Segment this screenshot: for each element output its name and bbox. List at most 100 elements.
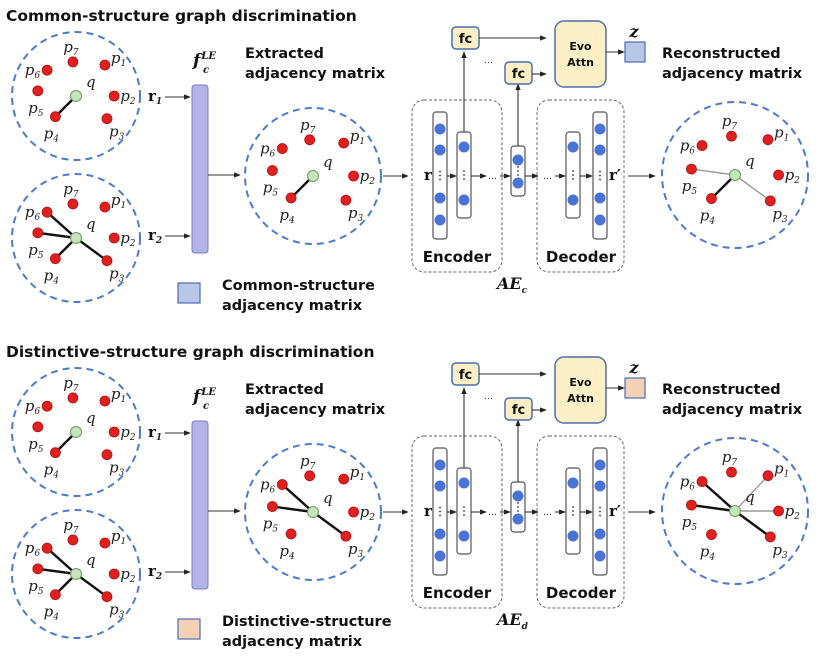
graph-boundary-circle	[11, 509, 141, 639]
node-p1	[99, 201, 111, 213]
r1-main: r	[148, 87, 157, 105]
fle-sub: c	[203, 401, 209, 412]
node-label-p-main: p	[350, 463, 360, 481]
node-label-p4: p4	[44, 461, 60, 481]
node-query	[70, 90, 82, 102]
node-label-q: q	[86, 551, 96, 569]
node-label-p1: p1	[111, 49, 126, 69]
node-label-p5: p5	[28, 577, 44, 597]
neuron	[594, 550, 606, 562]
node-label-p4: p4	[44, 267, 60, 287]
node-p3	[764, 531, 776, 543]
node-label-p4: p4	[279, 542, 295, 562]
node-label-p-main: p	[44, 267, 54, 285]
neuron	[594, 123, 606, 135]
node-p5	[686, 499, 697, 511]
ellipsis: …	[484, 392, 493, 402]
node-label-p-index: 3	[119, 133, 125, 143]
evo-attn-box	[554, 20, 607, 88]
panel-distinctive-structure: Distinctive-structure graph discriminati…	[6, 343, 809, 650]
node-label-p3: p3	[109, 123, 125, 143]
node-p6	[276, 479, 288, 490]
node-p1	[99, 59, 111, 71]
neuron	[434, 192, 446, 204]
node-label-p-index: 5	[38, 445, 44, 455]
node-label-p-main: p	[111, 191, 121, 209]
evo-attn-label-line1: Evo	[569, 376, 592, 389]
node-label-p1: p1	[111, 527, 126, 547]
node-label-p-main: p	[111, 385, 121, 403]
ellipsis-dot	[517, 510, 519, 512]
encoder-label: Encoder	[423, 584, 492, 602]
local-extractor-bar	[191, 84, 209, 254]
node-label-p-main: p	[109, 601, 119, 619]
neuron	[512, 513, 524, 525]
ellipsis: …	[543, 172, 552, 182]
ellipsis-dot	[439, 178, 441, 181]
neuron	[512, 490, 524, 502]
node-p6	[41, 400, 53, 412]
node-p5	[32, 563, 44, 575]
node-p5	[267, 165, 278, 176]
node-label-p-main: p	[680, 137, 690, 155]
node-p3	[340, 530, 352, 542]
node-label-p7: p7	[722, 448, 738, 468]
graph-boundary-circle	[661, 101, 809, 249]
ellipsis-dot	[517, 502, 519, 504]
node-label-p-index: 6	[270, 486, 276, 496]
node-label-p-main: p	[111, 527, 121, 545]
encoder-group-box	[411, 435, 503, 609]
node-label-p-main: p	[63, 180, 73, 198]
neuron	[594, 480, 606, 492]
legend-swatch	[177, 618, 201, 640]
r1-main: r	[148, 423, 157, 441]
fc-box-2	[504, 397, 533, 421]
ellipsis-dot	[572, 174, 574, 176]
node-label-q: q	[323, 153, 333, 171]
ellipsis-dot	[599, 510, 601, 513]
node-label-p3: p3	[348, 540, 364, 560]
node-label-q: q	[323, 489, 333, 507]
ellipsis-dot	[599, 174, 601, 177]
node-query	[70, 426, 82, 438]
node-p3	[101, 255, 113, 267]
neuron	[434, 144, 446, 156]
node-p2	[348, 170, 359, 182]
neuron	[567, 194, 579, 206]
node-label-p-main: p	[28, 435, 38, 453]
ellipsis-dot	[439, 514, 441, 517]
node-p2	[773, 169, 784, 181]
decoder-layer-2	[592, 447, 608, 576]
neuron	[594, 214, 606, 226]
graph-boundary-circle	[11, 31, 141, 161]
ellipsis-dot	[517, 166, 519, 168]
node-label-p-main: p	[263, 179, 273, 197]
r1-sub: 1	[156, 97, 162, 107]
node-query	[729, 169, 741, 181]
node-label-p4: p4	[700, 207, 716, 227]
node-label-p-index: 4	[708, 217, 715, 227]
r-prime-label: r′	[609, 502, 621, 520]
node-label-p2: p2	[120, 423, 136, 443]
node-label-p7: p7	[63, 38, 79, 58]
extracted-title-line1: Extracted	[245, 46, 324, 62]
node-label-p7: p7	[300, 452, 316, 472]
node-label-p2: p2	[120, 565, 136, 585]
r2-sub: 2	[155, 236, 162, 246]
node-query	[307, 506, 319, 518]
node-label-p-main: p	[722, 112, 732, 130]
node-label-p1: p1	[774, 460, 789, 480]
fle-main: f	[192, 51, 203, 71]
node-label-p-index: 2	[793, 512, 800, 522]
node-p5	[32, 227, 44, 239]
node-label-p-index: 3	[119, 469, 125, 479]
neuron	[434, 459, 446, 471]
node-label-p-index: 5	[691, 187, 697, 197]
node-p1	[338, 137, 350, 149]
node-label-p-index: 3	[782, 551, 788, 561]
node-label-p5: p5	[28, 435, 44, 455]
node-p4	[285, 528, 297, 540]
node-label-p-main: p	[680, 473, 690, 491]
